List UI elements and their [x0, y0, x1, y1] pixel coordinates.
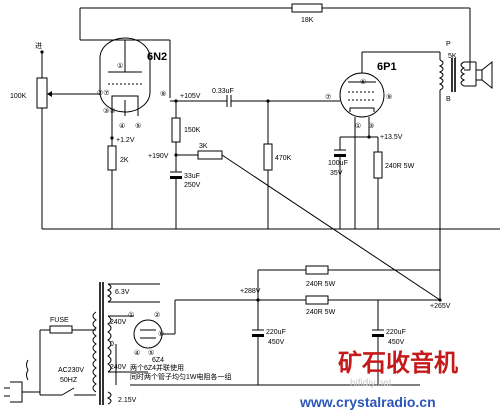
tube-6n2: 6N2 ① ②⑦ ③⑧ ④ ⑤ ⑨ [80, 37, 171, 130]
pin-3: ③ [368, 122, 374, 130]
tube-6p1-label: 6P1 [377, 61, 397, 73]
pin-2-7: ②⑦ [97, 89, 110, 97]
rect-pin-a: ① [128, 311, 134, 319]
speaker-icon [475, 60, 493, 90]
filter-cap-a-voltage: 450V [268, 339, 285, 346]
decoupling-cap-33uf [170, 176, 182, 179]
pin-9: ⑨ [160, 91, 166, 98]
pt-heater-2v15 [106, 391, 112, 405]
output-cathode-resistor-label: 240R 5W [385, 163, 415, 170]
rect-pin-e: ⑤ [148, 349, 154, 357]
filter-cap-b-voltage: 450V [388, 339, 405, 346]
dropping-resistor-label: 3K [199, 143, 208, 150]
bypass-cap-voltage: 35V [330, 170, 343, 177]
primary-b-label: B [446, 96, 451, 103]
filter-cap-a [252, 334, 264, 337]
bypass-cap-100uf [334, 154, 346, 157]
rectifier-6z4: ① ② ⑧ ④ ⑤ 6Z4 [128, 299, 258, 364]
feedback-wires [79, 7, 471, 71]
watermark-title: 矿石收音机 [338, 349, 458, 377]
input-label: 进 [35, 42, 42, 50]
diagonal-supply-wire [221, 154, 441, 301]
output-cathode-resistor [373, 151, 383, 179]
fuse-label: FUSE [50, 317, 69, 324]
bypass-cap-label: 100uF [328, 160, 348, 167]
watermark-ghost: hifidiy.net [350, 378, 392, 389]
tube-6p1: 6P1 ⑦ ⑨ ⑥ ① ③ [325, 51, 440, 130]
pin-1b: ① [355, 122, 361, 130]
cathode-resistor-label: 2K [120, 157, 129, 164]
rectifier-label: 6Z4 [152, 357, 164, 364]
dropping-resistor-3k [197, 150, 223, 160]
mains-plug-icon [4, 381, 40, 403]
pt-primary-coil [92, 311, 97, 393]
output-transformer: P B 5K [438, 41, 477, 300]
filter-resistor-a [305, 265, 329, 275]
mains-voltage-label: AC230V [58, 367, 84, 374]
pin-6: ⑥ [360, 78, 366, 86]
filter-resistor-a-label: 240R 5W [306, 281, 336, 288]
pin-5: ⑤ [135, 122, 141, 130]
pot-label: 100K [10, 93, 27, 100]
ac-source-coil [26, 359, 29, 381]
grid-leak-label: 470K [275, 155, 292, 162]
pt-high-voltage-coil [107, 315, 112, 373]
pin-3-8: ③⑧ [103, 107, 116, 115]
pin-9b: ⑨ [386, 94, 392, 101]
volume-pot [36, 77, 48, 109]
tube-6n2-label: 6N2 [147, 51, 167, 63]
ot-impedance-label: 5K [448, 53, 457, 60]
filter-resistor-b-label: 240R 5W [306, 309, 336, 316]
tube-6n2-cathode [111, 95, 139, 100]
mains-frequency-label: 50HZ [60, 377, 78, 384]
plate-load-label: 150K [184, 127, 201, 134]
pt-heater-6v3 [106, 283, 112, 303]
fuse [49, 325, 73, 334]
cathode-voltage-label: +1.2V [116, 137, 135, 144]
power-transformer: 6.3V 240V 0 240V 2.15V [92, 282, 160, 405]
hv-240v-b: 240V [110, 364, 127, 371]
pot-wiper-arrow [47, 91, 52, 97]
decoupling-cap-label: 33uF [184, 173, 200, 180]
ot-primary-coil [438, 59, 444, 91]
decoupling-cap-voltage: 250V [184, 182, 201, 189]
rect-pin-d: ④ [134, 349, 140, 357]
pin-1: ① [117, 62, 123, 70]
rectifier-note-2: 同时两个管子均匀1W电阻各一组 [130, 372, 232, 381]
ot-secondary-coil [460, 61, 466, 87]
filter-cap-a-label: 220uF [266, 329, 286, 336]
filter-resistor-b [305, 295, 329, 305]
pin-4: ④ [119, 122, 125, 130]
pin-7: ⑦ [325, 93, 331, 101]
cathode-resistor-2k [107, 145, 117, 171]
filter-cap-b [372, 334, 384, 337]
rect-pin-c: ⑧ [158, 330, 164, 338]
feedback-resistor-18k [291, 3, 323, 13]
grid-leak-resistor-470k [263, 143, 273, 171]
primary-p-label: P [446, 41, 451, 48]
b-plus-288v-label: +288V [240, 288, 261, 295]
rectifier-note-1: 两个6Z4并联使用 [130, 363, 184, 372]
rect-pin-b: ② [154, 312, 160, 319]
output-cathode-voltage: +13.5V [380, 134, 403, 141]
power-switch [61, 387, 75, 396]
feedback-resistor-label: 18K [301, 17, 314, 24]
b-plus-190v-label: +190V [148, 153, 169, 160]
heater-6v3-label: 6.3V [115, 289, 130, 296]
b-plus-265v-label: +265V [430, 303, 451, 310]
hv-zero: 0 [110, 341, 114, 348]
hv-240v-a: 240V [110, 319, 127, 326]
filter-cap-b-label: 220uF [386, 329, 406, 336]
plate-load-resistor-150k [171, 117, 181, 143]
tube-6n2-envelope [99, 37, 151, 113]
heater-2v15-label: 2.15V [118, 397, 137, 404]
coupling-cap-label: 0.33uF [212, 88, 234, 95]
plate-voltage-label: +105V [180, 93, 201, 100]
watermark-url: www.crystalradio.cn [299, 394, 436, 410]
